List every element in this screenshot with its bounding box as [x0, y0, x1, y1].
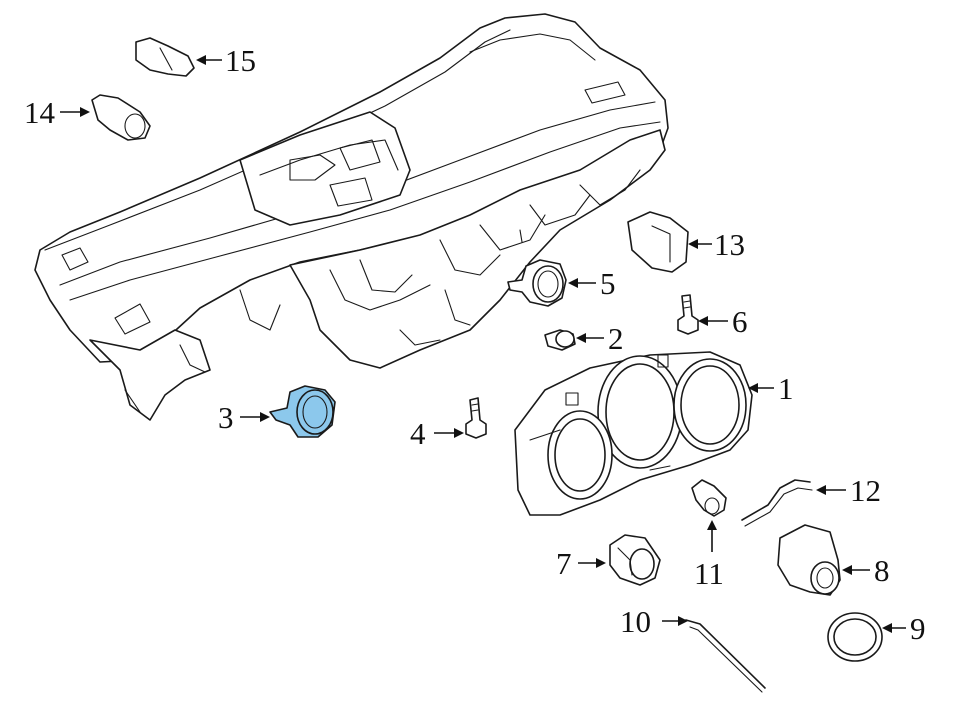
switch-part-5: [507, 259, 567, 307]
connector-part-15: [135, 37, 195, 77]
instrument-cluster-part: [514, 351, 753, 516]
callout-12: 12: [850, 473, 881, 508]
knob-part-3: [269, 385, 336, 438]
callout-6: 6: [732, 304, 748, 339]
callout-7: 7: [556, 546, 572, 581]
sensor-part-11: [691, 479, 727, 517]
ignition-switch-part-8: [777, 524, 841, 596]
callout-15: 15: [225, 43, 256, 78]
callout-1: 1: [778, 371, 794, 406]
module-part-13: [627, 211, 689, 273]
callout-8: 8: [874, 553, 890, 588]
callout-14: 14: [24, 95, 56, 130]
ring-part-9: [827, 612, 883, 662]
instrument-panel: [34, 13, 669, 421]
sensor-part-14: [91, 94, 151, 141]
callout-9: 9: [910, 611, 926, 646]
callout-13: 13: [714, 227, 745, 262]
rod-part-10: [685, 619, 766, 693]
callout-3: 3: [218, 400, 234, 435]
callout-11: 11: [694, 556, 724, 591]
callout-5: 5: [600, 266, 616, 301]
callouts: 15 14 13 5 6 2 1 3 4: [24, 43, 926, 646]
wire-part-12: [741, 479, 813, 527]
switch-part-7: [609, 534, 661, 586]
clip-part-2: [544, 329, 576, 351]
callout-10: 10: [620, 604, 651, 639]
bolt-part-4: [465, 397, 487, 439]
screw-part-6: [677, 294, 699, 335]
callout-2: 2: [608, 321, 624, 356]
callout-4: 4: [410, 416, 426, 451]
